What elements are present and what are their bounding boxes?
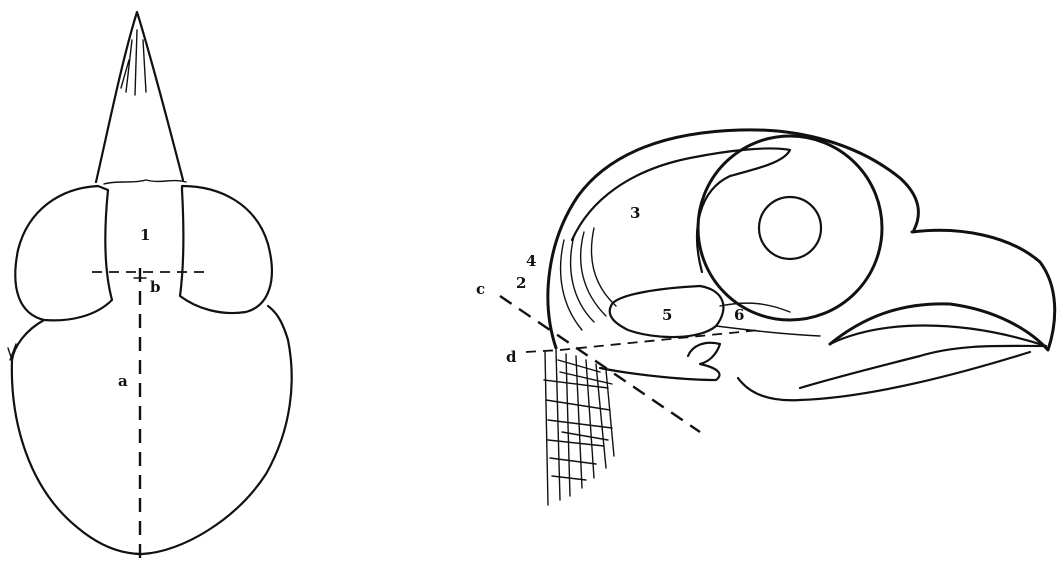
right-eye-lobe	[180, 186, 272, 313]
label-5: 5	[662, 306, 672, 324]
label-4: 4	[526, 252, 536, 270]
label-3: 3	[630, 204, 640, 222]
label-2: 2	[516, 274, 526, 292]
mandible-lower-edge	[738, 352, 1030, 400]
rear-arcs	[561, 228, 616, 330]
label-b: b	[150, 278, 161, 296]
eye-pupil	[759, 197, 821, 259]
label-6: 6	[734, 306, 744, 324]
dorsal-view: 1 b a	[8, 12, 292, 566]
lateral-view: 3 4 2 c 5 6 d	[476, 130, 1055, 505]
label-a: a	[118, 372, 128, 390]
eye-orbit	[698, 136, 882, 320]
label-c: c	[476, 280, 485, 298]
label-1: 1	[140, 226, 150, 244]
beak-ridge-lines	[121, 30, 146, 95]
dorsal-beak	[96, 12, 183, 182]
label-d: d	[506, 348, 517, 366]
jaw-hook	[600, 343, 720, 380]
lower-beak	[800, 326, 1046, 389]
left-eye-lobe	[15, 186, 112, 320]
skull-outline	[12, 306, 292, 554]
beak-base	[104, 180, 186, 184]
neck-hatching	[544, 350, 614, 505]
